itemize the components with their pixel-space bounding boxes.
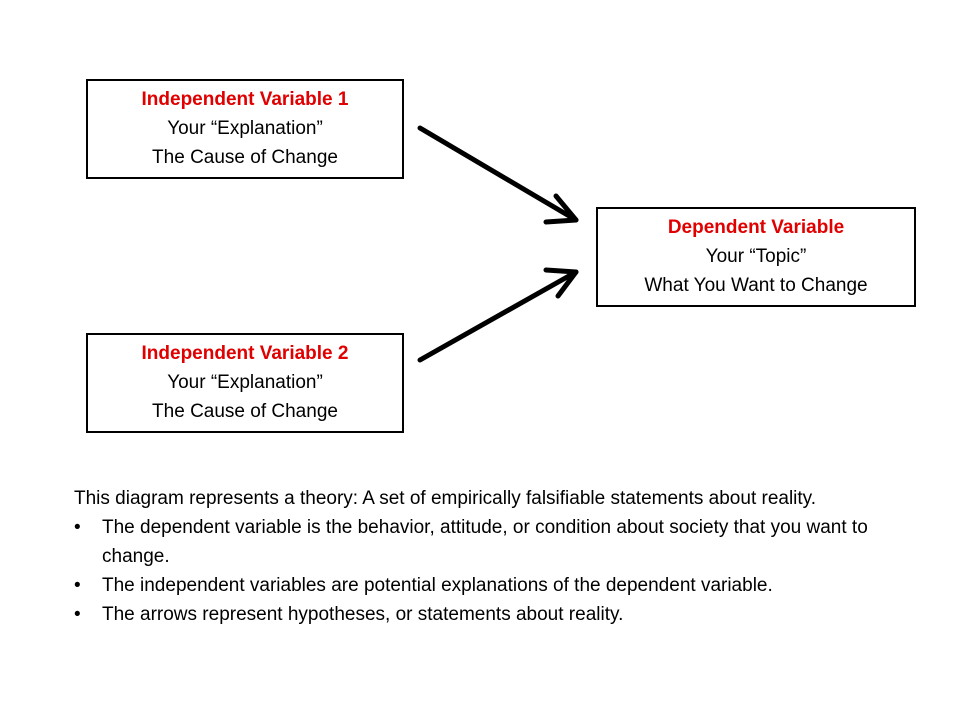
bullet-text: The arrows represent hypotheses, or stat… (102, 604, 624, 625)
bullet-text: The independent variables are potential … (102, 575, 773, 596)
independent-variable-2-box: Independent Variable 2 Your “Explanation… (86, 333, 404, 433)
independent-variable-1-cause: The Cause of Change (152, 147, 338, 168)
dependent-variable-topic: Your “Topic” (705, 246, 807, 267)
bullet-text: The dependent variable is the behavior, … (102, 517, 868, 567)
dependent-variable-box: Dependent Variable Your “Topic” What You… (596, 207, 916, 307)
description-intro: This diagram represents a theory: A set … (74, 488, 817, 509)
independent-variable-1-title: Independent Variable 1 (141, 89, 349, 110)
arrow-iv1-to-dv (417, 125, 579, 225)
independent-variable-2-title: Independent Variable 2 (141, 343, 349, 364)
theory-description: This diagram represents a theory: A set … (74, 484, 904, 629)
independent-variable-2-explanation: Your “Explanation” (167, 372, 323, 393)
independent-variable-1-explanation: Your “Explanation” (167, 118, 323, 139)
dependent-variable-change: What You Want to Change (644, 275, 868, 296)
bullet-symbol: • (74, 575, 81, 596)
description-bullet-list: • The dependent variable is the behavior… (74, 513, 904, 629)
independent-variable-1-box: Independent Variable 1 Your “Explanation… (86, 79, 404, 179)
independent-variable-2-cause: The Cause of Change (152, 401, 338, 422)
bullet-symbol: • (74, 604, 81, 625)
bullet-item: • The dependent variable is the behavior… (74, 513, 904, 571)
arrow-iv2-to-dv (417, 267, 579, 363)
bullet-item: • The independent variables are potentia… (74, 571, 904, 600)
bullet-symbol: • (74, 517, 81, 538)
dependent-variable-title: Dependent Variable (667, 217, 845, 238)
bullet-item: • The arrows represent hypotheses, or st… (74, 600, 904, 629)
